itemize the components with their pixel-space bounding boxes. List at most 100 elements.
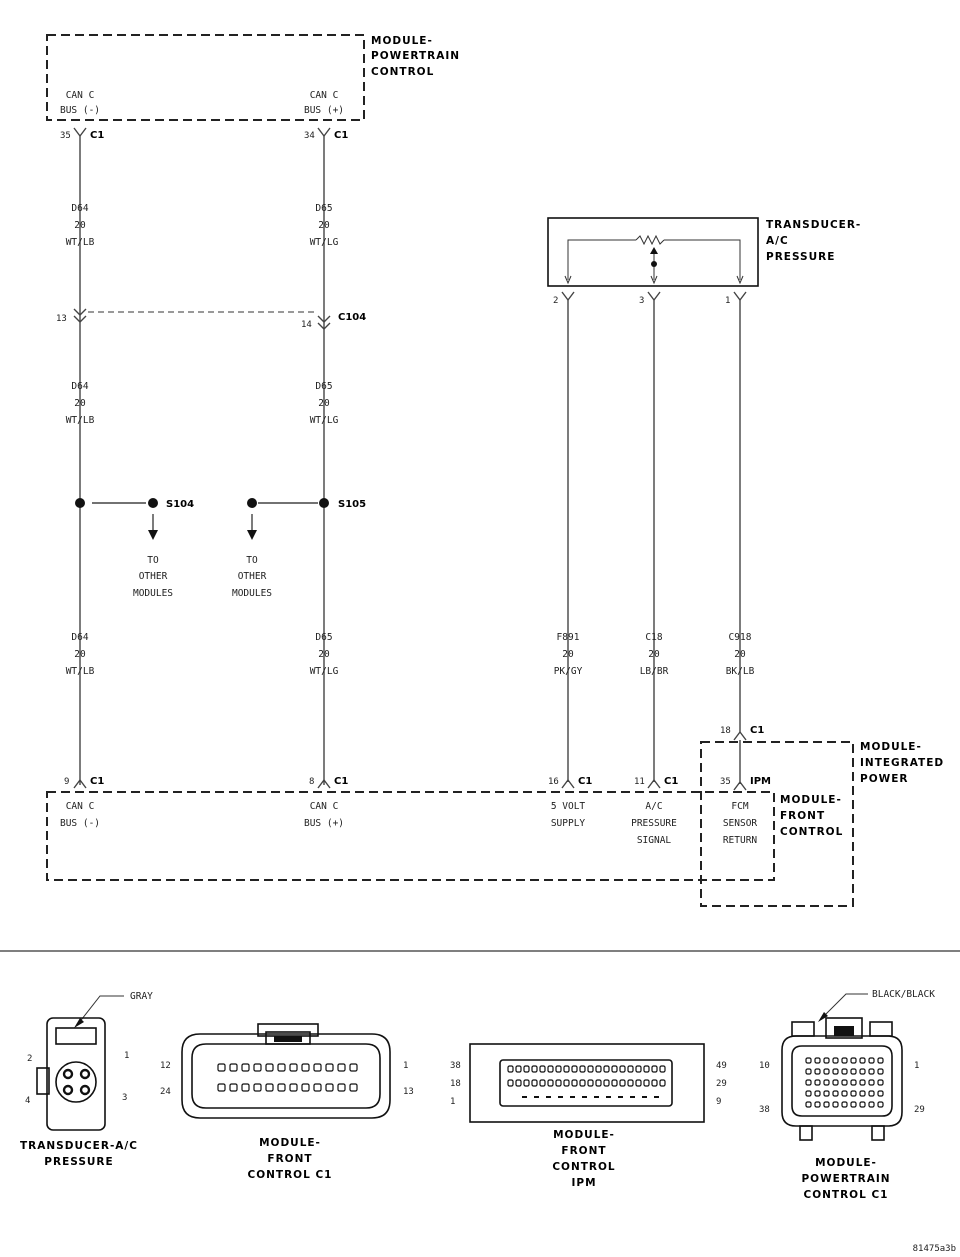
transducer-pin2-terminal — [561, 291, 575, 302]
pcm-c1-caption-1: MODULE- — [815, 1157, 877, 1169]
pcm-c1-cavity — [832, 1101, 839, 1108]
fcm-ipm-cavity — [659, 1079, 666, 1087]
pcm-c1-cavity — [850, 1101, 857, 1108]
d65-color-3: WT/LG — [310, 666, 339, 677]
transducer-resistor-icon — [635, 234, 665, 246]
transducer-title-3: PRESSURE — [766, 251, 835, 263]
pcm-c1-cavity — [814, 1057, 821, 1064]
d64-gauge-1: 20 — [74, 220, 86, 231]
connector-view-fcm-c1: 12 1 24 13 MODULE- FRONT CONTROL C1 — [160, 1023, 414, 1181]
pcm-pin35-label-1: CAN C — [66, 90, 95, 101]
d65-circuit-3: D65 — [315, 632, 332, 643]
splice-s105-label: S105 — [338, 499, 366, 510]
transducer-color-leader — [77, 995, 124, 1025]
pcm-c1-cavity — [823, 1090, 830, 1097]
fcm-ipm-pin-9: 9 — [716, 1097, 721, 1107]
pcm-c1-cavity — [841, 1090, 848, 1097]
fcm-pin16-conn: C1 — [578, 776, 592, 787]
fcm-c1-cavity — [253, 1063, 262, 1072]
pcm-c1-caption-2: POWERTRAIN — [801, 1173, 890, 1185]
d65-circuit-1: D65 — [315, 203, 332, 214]
d64-color-1: WT/LB — [66, 237, 95, 248]
transducer-color-label: GRAY — [130, 991, 153, 1002]
pcm-c1-cavity — [850, 1057, 857, 1064]
fcm-pin11-label-2: PRESSURE — [631, 818, 677, 829]
fcm-c1-cavity — [253, 1083, 262, 1092]
figure-id: 81475a3b — [913, 1244, 956, 1254]
pcm-c1-cavity — [877, 1068, 884, 1075]
fcm-ipm-cavity — [606, 1096, 611, 1098]
fcm-ipm-cavity — [627, 1079, 634, 1087]
splice-s105-node — [319, 498, 329, 508]
s105-to-1: TO — [246, 555, 258, 566]
fcm-c1-cavity — [265, 1063, 274, 1072]
pcm-c1-cavity — [859, 1101, 866, 1108]
pcm-c1-leader-arrow-icon — [818, 1012, 828, 1022]
transducer-arrow-pin2-icon — [564, 275, 572, 285]
fcm-c1-cavity — [265, 1083, 274, 1092]
connector-view-transducer: GRAY 2 1 4 3 TRANSDUCER-A/C PRESSURE — [20, 991, 153, 1168]
ipm-pin18-num: 18 — [720, 726, 731, 736]
connector-view-fcm-ipm: 38 18 1 49 29 9 MODULE- FRONT CONTROL IP… — [450, 1043, 727, 1189]
splice-s104-label: S104 — [166, 499, 194, 510]
fcm-ipm-cavity — [611, 1079, 618, 1087]
c104-pin13-num: 13 — [56, 314, 67, 324]
fcm-ipm-pin-49: 49 — [716, 1061, 727, 1071]
pcm-c1-cavity — [859, 1079, 866, 1086]
fcm-ipm-caption-4: IPM — [571, 1177, 596, 1189]
fcm-c1-cavity — [301, 1083, 310, 1092]
fcm-ipm-cavity — [558, 1096, 563, 1098]
fcm-c1-pin-1: 1 — [403, 1061, 408, 1071]
s104-to-2: OTHER — [139, 571, 168, 582]
pcm-pin34-conn: C1 — [334, 130, 348, 141]
f891-gauge: 20 — [562, 649, 574, 660]
fcm-ipm-cavity — [619, 1065, 626, 1073]
ipm-title-3: POWER — [860, 773, 908, 785]
pcm-c1-cavity — [814, 1101, 821, 1108]
fcm-c1-caption-2: FRONT — [267, 1153, 312, 1165]
fcm-ipm-cavity — [579, 1079, 586, 1087]
can-bus-wires: D64 20 WT/LB D65 20 WT/LG 13 14 C104 D64… — [56, 136, 366, 785]
fcm-ipm-cavity — [630, 1096, 635, 1098]
fcm-title-2: FRONT — [780, 810, 825, 822]
fcm-ipm-inner-shell — [499, 1059, 673, 1107]
fcm-c1-cavity — [289, 1063, 298, 1072]
pcm-c1-outer-shell — [781, 1035, 903, 1127]
fcm-pin16-terminal — [561, 778, 575, 789]
pcm-c1-inner-shell — [791, 1045, 893, 1117]
pcm-c1-pin-29: 29 — [914, 1105, 925, 1115]
pcm-c1-cavity — [832, 1090, 839, 1097]
fcm-ipm-cavity — [531, 1065, 538, 1073]
fcm-c1-cavity — [229, 1083, 238, 1092]
transducer-view-pin-3: 3 — [122, 1093, 127, 1103]
pcm-c1-cavity — [859, 1057, 866, 1064]
pcm-c1-cavity — [868, 1079, 875, 1086]
fcm-ipm-pin-1: 1 — [450, 1097, 455, 1107]
c104-pin14-terminal-top — [317, 315, 331, 323]
s104-to-1: TO — [147, 555, 159, 566]
splice-s104-node-left — [75, 498, 85, 508]
c104-name: C104 — [338, 312, 366, 323]
transducer-cavity-1 — [79, 1068, 91, 1080]
fcm-c1-pin-12: 12 — [160, 1061, 171, 1071]
fcm-ipm-cavity — [563, 1079, 570, 1087]
fcm-ipm-cavity — [523, 1065, 530, 1073]
fcm-pin9-num: 9 — [64, 777, 69, 787]
fcm-module: MODULE- FRONT CONTROL 9 C1 CAN C BUS (-)… — [46, 776, 842, 881]
fcm-pin9-conn: C1 — [90, 776, 104, 787]
pcm-pin34-terminal — [317, 127, 331, 138]
pcm-title-2: POWERTRAIN — [371, 50, 460, 62]
d64-gauge-3: 20 — [74, 649, 86, 660]
d65-gauge-3: 20 — [318, 649, 330, 660]
fcm-ipm-outer-shell — [469, 1043, 705, 1123]
pcm-c1-cavity — [805, 1101, 812, 1108]
fcm-ipm-cavity — [571, 1065, 578, 1073]
s104-to-3: MODULES — [133, 588, 173, 599]
pcm-pin34-num: 34 — [304, 131, 315, 141]
splice-s104-node — [148, 498, 158, 508]
fcm-ipm-cavity — [515, 1065, 522, 1073]
fcm-c1-latch-key — [274, 1036, 302, 1042]
pcm-c1-latch — [825, 1017, 863, 1039]
ipm-module-box — [700, 741, 854, 907]
fcm-c1-pin-13: 13 — [403, 1087, 414, 1097]
